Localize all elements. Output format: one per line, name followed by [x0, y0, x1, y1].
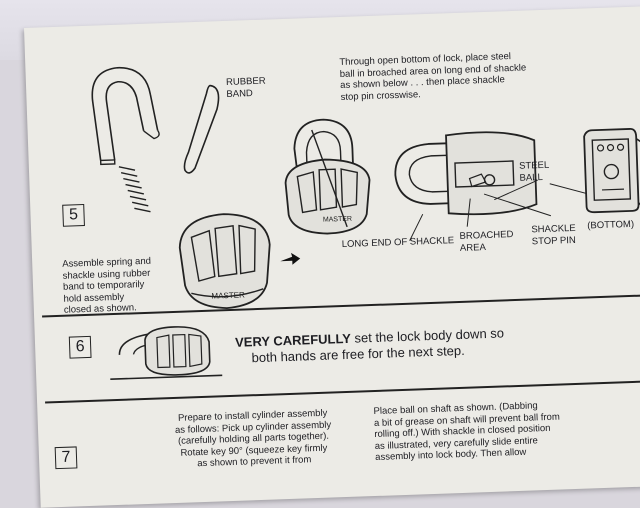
shackle-stop-pin-label: SHACKLE STOP PIN: [531, 222, 576, 247]
step-6-number: 6: [68, 335, 92, 359]
lock-lying-down-illustration: [110, 326, 223, 381]
spring-illustration: [118, 166, 151, 213]
shackle-illustration: [91, 66, 160, 166]
arrow-right-icon: [280, 252, 301, 265]
step-7-number: 7: [54, 446, 78, 470]
brand-mark-side: MASTER: [323, 216, 352, 224]
step-7-right-text: Place ball on shaft as shown. (Dabbing a…: [373, 400, 560, 464]
broached-area-label: BROACHED AREA: [459, 229, 514, 254]
rubber-band-illustration: [183, 84, 220, 174]
step-7-left-text: Prepare to install cylinder assembly as …: [174, 407, 332, 470]
steel-ball-label: STEEL BALL: [518, 159, 550, 184]
lock-with-shackle-illustration: MASTER: [284, 118, 371, 235]
lock-body-front-illustration: MASTER: [178, 213, 271, 309]
leader-lines: [409, 179, 617, 241]
instruction-sheet: 5 RUBBER BAND Through open bottom of loc…: [24, 5, 640, 508]
lock-bottom-view-illustration: [583, 128, 640, 214]
shackle-cross-section-illustration: [394, 131, 538, 216]
bottom-view-label: (BOTTOM): [587, 218, 635, 232]
brand-mark-front: MASTER: [211, 290, 245, 300]
